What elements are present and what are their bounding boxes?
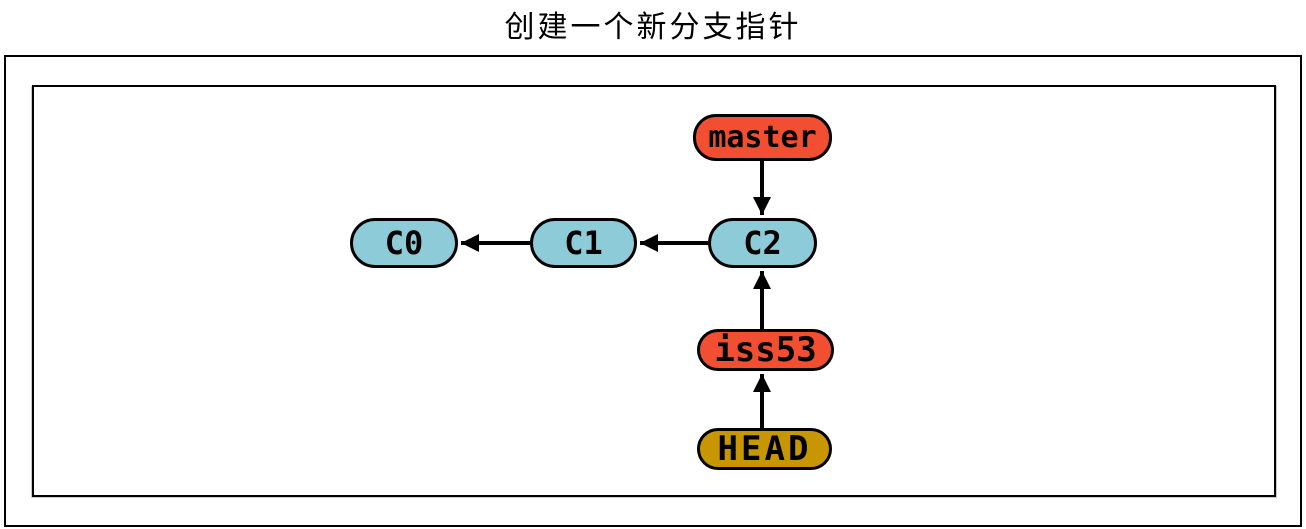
inner-frame (32, 85, 1276, 497)
commit-node-c2-label: C2 (743, 224, 782, 262)
branch-node-iss53-label: iss53 (714, 330, 817, 370)
commit-node-c0-label: C0 (384, 224, 424, 262)
branch-node-iss53: iss53 (697, 329, 834, 371)
branch-node-master-label: master (708, 119, 817, 155)
figure-title: 创建一个新分支指针 (504, 10, 802, 45)
outer-frame (4, 55, 1302, 527)
branch-node-master: master (693, 114, 832, 161)
head-node-label: HEAD (717, 429, 812, 469)
head-node: HEAD (697, 428, 832, 470)
commit-node-c2: C2 (708, 218, 817, 268)
commit-node-c0: C0 (350, 218, 458, 268)
commit-node-c1: C1 (530, 218, 637, 268)
commit-node-c1-label: C1 (564, 224, 603, 262)
